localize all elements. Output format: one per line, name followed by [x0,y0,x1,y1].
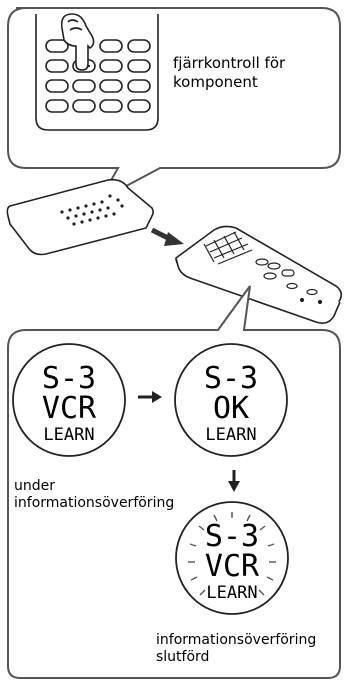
display-transferring: S-3 VCR LEARN [12,343,126,457]
component-remote-label: fjärrkontroll för komponent [173,54,286,91]
display-completed: S-3 VCR LEARN [175,501,289,615]
display-ok: S-3 OK LEARN [174,343,288,457]
top-callout-panel [7,7,341,203]
display-2-line2: OK [213,391,249,426]
display-1-line3: LEARN [43,425,94,445]
learning-remote [175,225,343,324]
flashing-indicator-rays [188,512,276,596]
ir-transfer-arrow [150,227,184,246]
learning-remote-buttons [203,231,323,305]
display-3-line1: S-3 [205,519,259,554]
display-2-line1: S-3 [204,361,258,396]
display-1-line1: S-3 [42,361,96,396]
component-remote [6,178,154,256]
caption-completed: informationsöverföring slutförd [156,632,317,665]
display-3-line3: LEARN [206,583,257,603]
pressing-hand-icon [60,13,95,71]
down-arrow-icon [228,470,240,492]
right-arrow-icon [138,391,162,403]
display-3-line2: VCR [205,549,260,584]
display-2-line3: LEARN [205,425,256,445]
display-1-line2: VCR [42,391,97,426]
component-remote-buttons [60,194,124,226]
caption-transferring: under informationsöverföring [14,478,175,511]
remote-button-grid [45,39,151,113]
